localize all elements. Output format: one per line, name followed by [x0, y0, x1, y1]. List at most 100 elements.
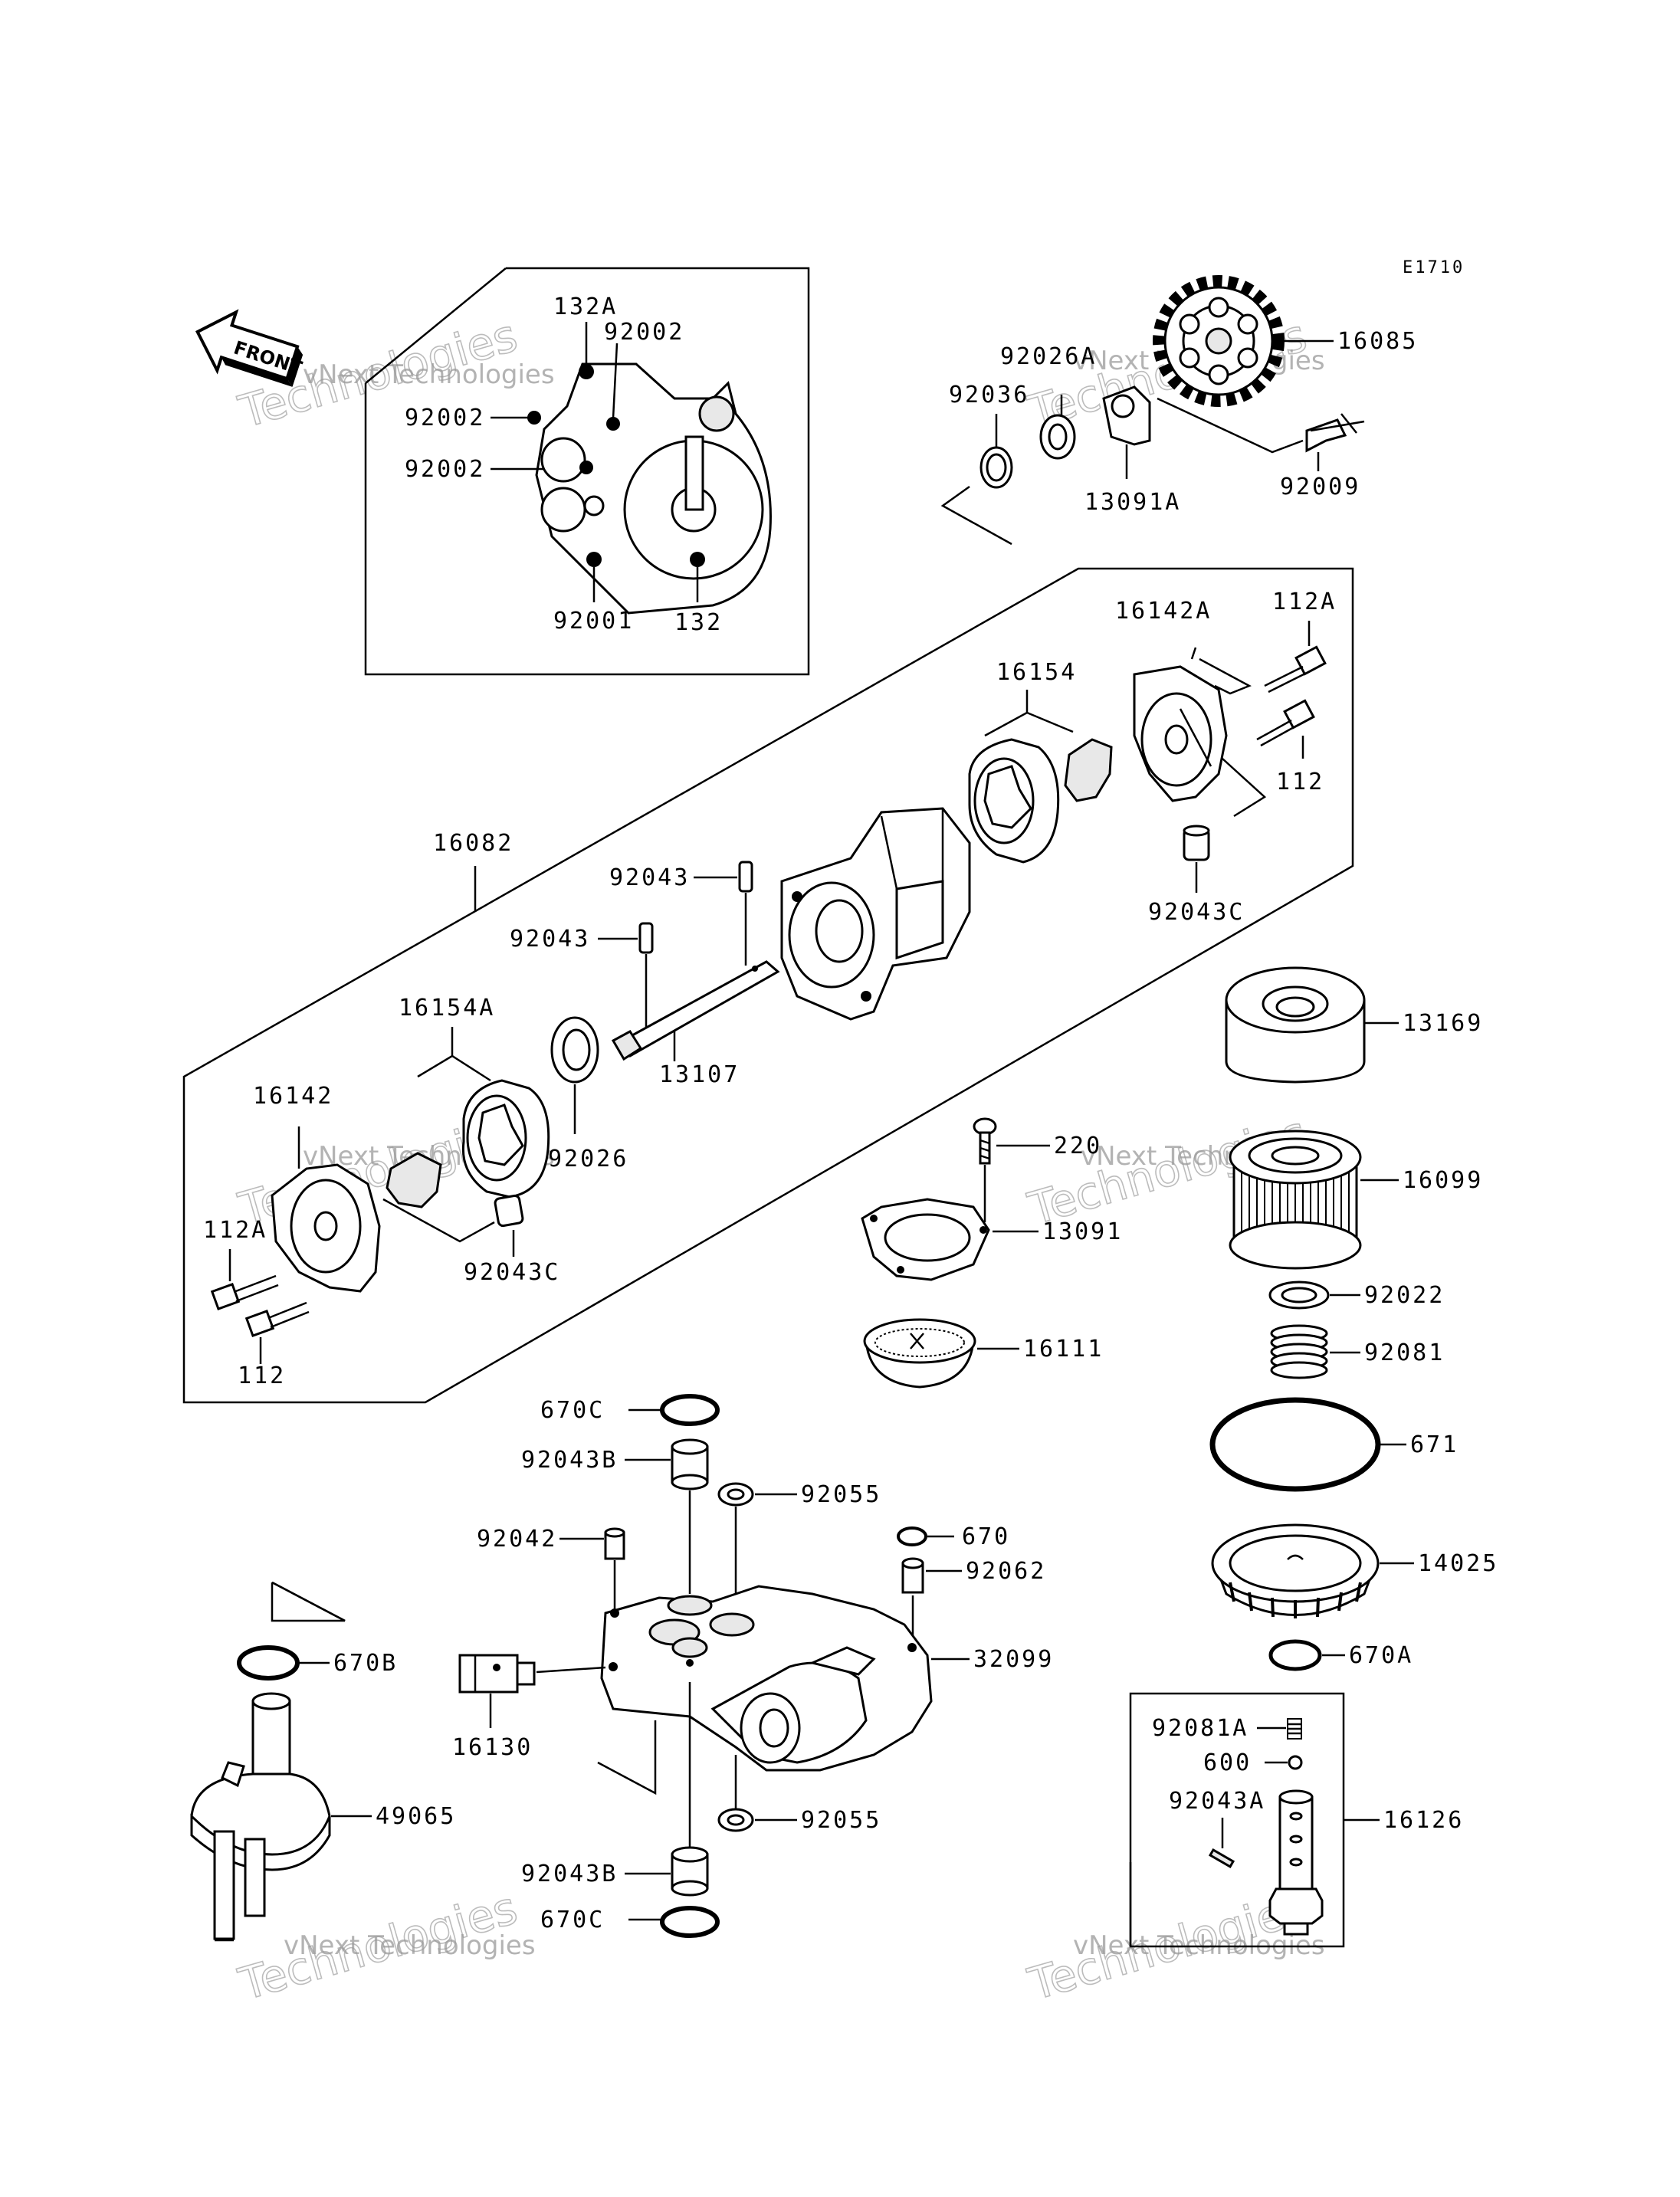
label-92043: 92043 [609, 864, 690, 891]
o-ring [237, 1645, 300, 1681]
collar [671, 1846, 709, 1897]
bolt-112-bottom [244, 1301, 310, 1337]
label-671: 671 [1410, 1431, 1459, 1458]
watermark-company: vNext Technologies [303, 359, 555, 390]
oil-strainer [190, 1692, 331, 1942]
label-16111: 16111 [1023, 1336, 1104, 1362]
pump-shaft [611, 960, 780, 1061]
filter-cover [1211, 1523, 1380, 1618]
label-132A: 132A [553, 293, 618, 320]
label-92043B: 92043B [521, 1447, 618, 1474]
label-92036: 92036 [949, 382, 1029, 408]
label-92081A: 92081A [1152, 1715, 1249, 1742]
label-16154A: 16154A [399, 995, 495, 1021]
o-ring [1268, 1639, 1322, 1671]
label-13107: 13107 [659, 1061, 740, 1088]
label-16082: 16082 [433, 830, 514, 857]
label-16126: 16126 [1383, 1807, 1464, 1834]
screw [973, 1117, 997, 1165]
label-92002: 92002 [604, 319, 684, 346]
relief-valve-body [1268, 1789, 1324, 1936]
label-92043C: 92043C [464, 1259, 560, 1286]
label-670C: 670C [540, 1907, 605, 1933]
label-92042: 92042 [477, 1526, 557, 1553]
label-112A: 112A [1272, 589, 1337, 615]
pump-cover-inset: 132A 92002 92002 92002 92001 132 [364, 267, 810, 676]
label-112: 112 [1276, 769, 1324, 795]
pump-gear [1153, 275, 1285, 407]
label-92043B: 92043B [521, 1861, 618, 1887]
bolt [1305, 418, 1347, 453]
label-92043A: 92043A [1169, 1788, 1265, 1815]
filter-cover-cap [1225, 966, 1366, 1084]
label-13091: 13091 [1042, 1218, 1123, 1245]
label-670C: 670C [540, 1397, 605, 1424]
oil-filter-stack: 13169 16099 92022 [1209, 966, 1498, 1671]
oil-passage-hole [540, 437, 586, 483]
label-92026A: 92026A [1000, 343, 1097, 370]
outer-rotor [461, 1079, 550, 1199]
label-16142A: 16142A [1115, 598, 1212, 625]
label-92081: 92081 [1364, 1340, 1445, 1366]
label-92022: 92022 [1364, 1282, 1445, 1309]
o-ring [660, 1906, 720, 1938]
collar [671, 1438, 709, 1490]
oil-pump-housing [600, 1585, 933, 1772]
label-16154: 16154 [996, 659, 1077, 686]
oil-screen [863, 1318, 976, 1389]
label-49065: 49065 [376, 1803, 456, 1830]
label-92062: 92062 [966, 1558, 1046, 1585]
o-ring-large [1209, 1397, 1381, 1492]
dowel-pin-92043C-bottom [494, 1194, 524, 1228]
spring [1287, 1718, 1302, 1740]
watermark-bottom-left: Technologies vNext Technologies [232, 1881, 536, 2012]
bolt-112A-bottom [210, 1274, 279, 1310]
label-16142: 16142 [253, 1083, 333, 1110]
label-13169: 13169 [1403, 1010, 1483, 1037]
label-670: 670 [962, 1523, 1010, 1550]
label-92002: 92002 [405, 456, 485, 483]
label-670A: 670A [1349, 1642, 1413, 1669]
bolt-112A-top [1264, 645, 1327, 694]
label-16085: 16085 [1337, 328, 1418, 355]
relief-valve [458, 1654, 536, 1694]
label-14025: 14025 [1418, 1550, 1498, 1577]
oil-filter-element [1229, 1130, 1362, 1270]
label-600: 600 [1203, 1749, 1252, 1776]
check-ball [1288, 1755, 1303, 1770]
label-92043: 92043 [510, 926, 590, 953]
label-92001: 92001 [553, 608, 634, 635]
relief-valve-inset: 92081A 600 92043A 16126 [1129, 1692, 1464, 1948]
inner-rotor [386, 1152, 442, 1208]
inner-rotor [1064, 738, 1113, 802]
pump-body [780, 807, 971, 1021]
oil-seal-ring [717, 1482, 754, 1507]
oil-pump-assembly-box: 16082 16142A 112A 112 [182, 567, 1354, 1404]
dowel-pin-92043C-top [1183, 825, 1210, 861]
label-92026: 92026 [548, 1146, 628, 1172]
label-32099: 32099 [973, 1646, 1054, 1673]
dowel-pin-92043-lower [638, 922, 654, 954]
label-92055: 92055 [801, 1807, 881, 1834]
label-132: 132 [674, 609, 723, 636]
label-92055: 92055 [801, 1481, 881, 1508]
oil-pickup-group: 670B 49065 [190, 1581, 456, 1942]
label-13091A: 13091A [1084, 489, 1181, 516]
label-92043C: 92043C [1148, 899, 1245, 926]
o-ring [660, 1394, 720, 1426]
pump-gear-assembly: 16085 92026A 92036 13091A 92009 [940, 275, 1418, 546]
dowel-pin-92043-upper [738, 861, 753, 893]
label-220: 220 [1054, 1133, 1102, 1159]
front-arrow-icon: FRONT [195, 309, 305, 387]
oil-seal [550, 1016, 599, 1084]
watermark-company: vNext Technologies [284, 1930, 536, 1961]
label-92009: 92009 [1280, 474, 1360, 500]
roll-pin [1208, 1848, 1235, 1869]
oil-pan-housing-group: 670C 92043B 92055 670 92062 [452, 1394, 1054, 1938]
bolt-112-top [1256, 699, 1315, 747]
label-16130: 16130 [452, 1734, 533, 1761]
label-92002: 92002 [405, 405, 485, 431]
label-112: 112 [238, 1362, 286, 1389]
o-ring [897, 1526, 927, 1546]
